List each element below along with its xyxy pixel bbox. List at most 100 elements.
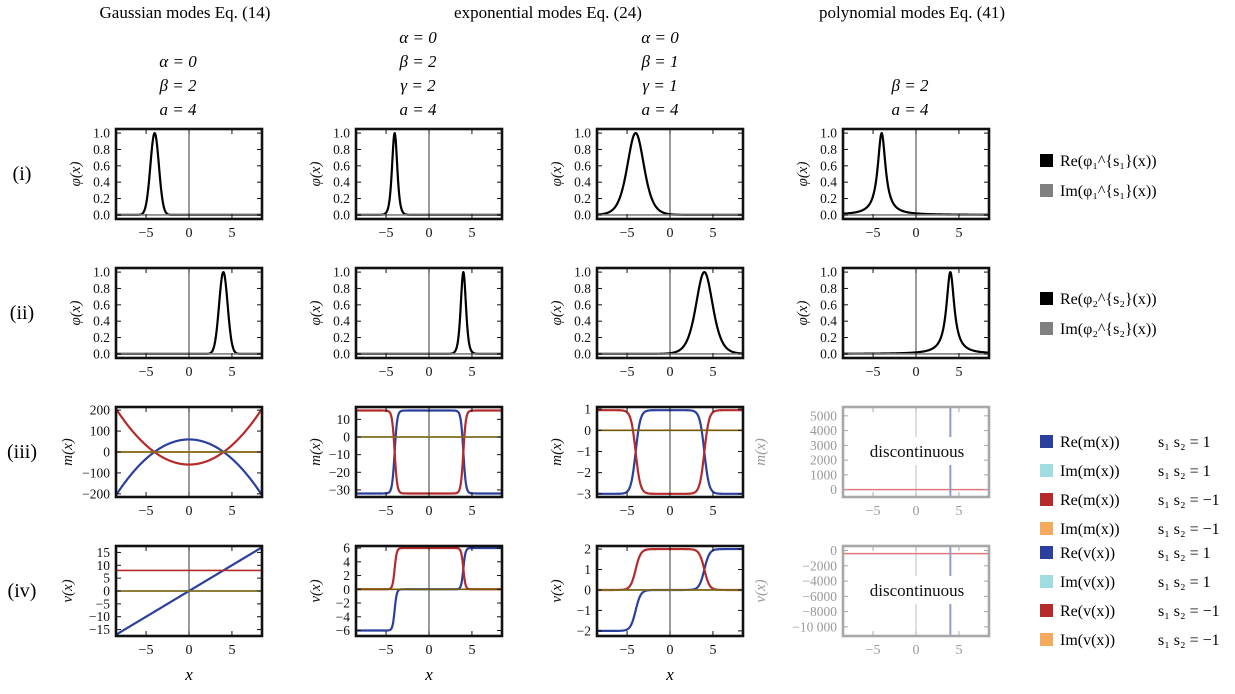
y-tick-label: 0.0 [820,346,837,361]
parameter-labels: α = 0β = 2a = 4α = 0β = 2γ = 2a = 4α = 0… [159,28,929,119]
y-tick-label: 1.0 [574,265,591,280]
x-tick-label: 5 [228,226,235,241]
row-labels: (i)(ii)(iii)(iv) [7,163,37,602]
column-title-polynomial: polynomial modes Eq. (41) [819,3,1005,22]
y-tick-label: −5 [96,596,111,611]
x-tick-label: 0 [186,504,193,519]
y-axis-label: m(x) [753,438,769,465]
y-tick-label: 6 [343,541,350,556]
legend-swatch [1040,292,1053,305]
y-tick-label: 1.0 [93,126,110,141]
x-tick-label: 5 [709,504,716,519]
y-tick-label: 0.6 [93,158,110,173]
x-axis-label-col1: x [184,665,193,684]
legend-label: Re(v(x)) [1060,603,1115,620]
legend-swatch [1040,493,1053,506]
x-tick-label: −5 [620,643,635,658]
y-axis-label: m(x) [549,438,565,465]
annotation-bg [867,576,967,604]
y-axis-label: m(x) [308,438,324,465]
param-label: γ = 2 [400,76,436,95]
y-tick-label: −8000 [802,604,837,619]
x-tick-label: 0 [667,504,674,519]
y-tick-label: 200 [90,403,111,418]
legend-swatch [1040,633,1053,646]
legend-label: Im(φ₂^{s₂}(x)) [1060,321,1157,338]
y-tick-label: 5 [103,571,110,586]
param-label: a = 4 [160,100,197,119]
legend-label: Re(v(x)) [1060,545,1115,562]
y-tick-label: −6 [336,623,351,638]
legend-condition: s₁ s₂ = 1 [1158,545,1211,562]
y-tick-label: −200 [82,486,110,501]
x-tick-label: 5 [468,504,475,519]
y-tick-label: 0 [343,430,350,445]
y-tick-label: 10 [97,558,111,573]
y-tick-label: 0.8 [820,142,837,157]
legend-label: Im(m(x)) [1060,521,1120,538]
x-tick-label: −5 [866,643,881,658]
y-tick-label: 0.2 [820,330,837,345]
y-axis-label: φ(x) [549,162,565,187]
legend-label: Im(m(x)) [1060,463,1120,480]
x-tick-label: −5 [139,504,154,519]
row-label: (iii) [7,441,37,463]
legend-label: Im(v(x)) [1060,632,1115,649]
y-axis-label: v(x) [308,579,324,602]
series-group [116,546,262,636]
y-tick-label: 0 [584,423,591,438]
y-axis-label: v(x) [753,579,769,602]
legend-label: Re(φ₁^{s₁}(x)) [1060,153,1157,170]
y-tick-label: 0 [830,482,837,497]
series-line [116,438,262,496]
row-label: (i) [13,163,32,185]
param-label: α = 0 [159,52,197,71]
y-tick-label: −20 [329,465,350,480]
y-tick-label: 1000 [810,467,837,482]
x-tick-label: 0 [186,226,193,241]
y-tick-label: 2000 [810,453,837,468]
y-tick-label: −2 [577,465,591,480]
y-tick-label: 0.0 [574,207,591,222]
param-label: γ = 1 [642,76,677,95]
legend-condition: s₁ s₂ = −1 [1158,492,1220,509]
legend-swatch [1040,464,1053,477]
x-tick-label: 0 [913,226,920,241]
x-tick-label: −5 [620,226,635,241]
legend-condition: s₁ s₂ = 1 [1158,574,1211,591]
y-axis-label: φ(x) [68,162,84,187]
legend-label: Im(v(x)) [1060,574,1115,591]
y-tick-label: 0.2 [574,330,591,345]
y-tick-label: 1 [584,562,591,577]
y-tick-label: 0.2 [820,191,837,206]
y-tick-label: −1 [577,444,591,459]
legend-condition: s₁ s₂ = −1 [1158,603,1220,620]
param-label: a = 4 [400,100,437,119]
x-tick-label: 5 [228,504,235,519]
y-tick-label: 0.0 [820,207,837,222]
x-tick-label: 5 [709,226,716,241]
x-tick-label: 5 [709,365,716,380]
y-tick-label: 0 [830,543,837,558]
y-tick-label: 0.8 [93,142,110,157]
y-tick-label: 10 [337,412,351,427]
legend-row-iii: Re(m(x))s₁ s₂ = 1Im(m(x))s₁ s₂ = 1Re(m(x… [1040,434,1220,538]
y-axis-label: v(x) [549,579,565,602]
x-tick-label: 0 [426,504,433,519]
y-tick-label: 0.6 [333,297,350,312]
y-tick-label: 0 [103,445,110,460]
y-tick-label: 0.0 [93,346,110,361]
y-tick-label: −100 [82,465,110,480]
x-tick-label: −5 [139,643,154,658]
y-tick-label: −10 [329,447,350,462]
legend-label: Im(φ₁^{s₁}(x)) [1060,183,1157,200]
y-tick-label: 0.0 [333,346,350,361]
y-tick-label: 15 [97,545,111,560]
legend-row-i: Re(φ₁^{s₁}(x)) Im(φ₁^{s₁}(x)) [1040,153,1157,200]
